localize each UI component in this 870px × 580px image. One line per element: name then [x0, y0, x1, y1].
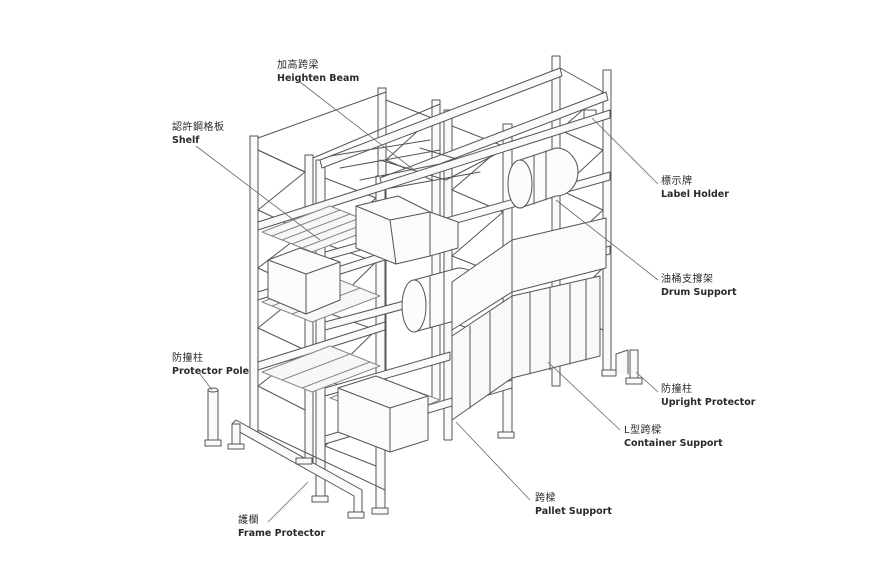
- protector-pole-en: Protector Pole: [172, 365, 250, 377]
- leader-lines: [195, 81, 659, 523]
- shelf-en: Shelf: [172, 134, 200, 146]
- drum-support-en: Drum Support: [661, 286, 737, 298]
- protector-pole-label: 防撞柱 Protector Pole: [172, 353, 249, 377]
- shelf-label: 認許鋼格板 Shelf: [172, 122, 225, 146]
- heighten-beam-en: Heighten Beam: [277, 72, 360, 84]
- drum-support-label: 油桶支撐架 Drum Support: [661, 274, 737, 298]
- base-plates: [296, 370, 616, 514]
- heighten-beam-label: 加高跨梁 Heighten Beam: [277, 60, 359, 84]
- heighten-beam-zh: 加高跨梁: [277, 60, 319, 71]
- drum-support-zh: 油桶支撐架: [661, 274, 714, 285]
- upright-protector-en: Upright Protector: [661, 396, 756, 408]
- frame-protector: [228, 420, 364, 518]
- pallet-support-zh: 跨樑: [535, 493, 556, 504]
- protector-pole-zh: 防撞柱: [172, 353, 204, 364]
- label-holder-label: 標示牌 Label Holder: [661, 176, 729, 200]
- label-holder-en: Label Holder: [661, 188, 729, 200]
- container-support-en: Container Support: [624, 437, 723, 449]
- protector-pole: [205, 388, 221, 446]
- upright-protector-label: 防撞柱 Upright Protector: [661, 384, 755, 408]
- drum-top: [508, 148, 578, 208]
- frame-protector-zh: 護欄: [238, 515, 259, 526]
- box-middle-left: [268, 248, 340, 314]
- box-bottom: [338, 376, 428, 452]
- pallet-support-en: Pallet Support: [535, 505, 612, 517]
- container-support-label: L型跨樑 Container Support: [624, 425, 723, 449]
- container-support-zh: L型跨樑: [624, 425, 662, 436]
- container: [452, 218, 606, 420]
- upright-protector: [616, 350, 642, 384]
- frame-protector-label: 護欄 Frame Protector: [238, 515, 325, 539]
- label-holder-zh: 標示牌: [661, 176, 693, 187]
- upright-protector-zh: 防撞柱: [661, 384, 693, 395]
- box-top: [356, 196, 458, 264]
- shelf-zh: 認許鋼格板: [172, 122, 225, 133]
- heighten-beams: [258, 68, 608, 190]
- pallet-support-label: 跨樑 Pallet Support: [535, 493, 612, 517]
- frame-protector-en: Frame Protector: [238, 527, 326, 539]
